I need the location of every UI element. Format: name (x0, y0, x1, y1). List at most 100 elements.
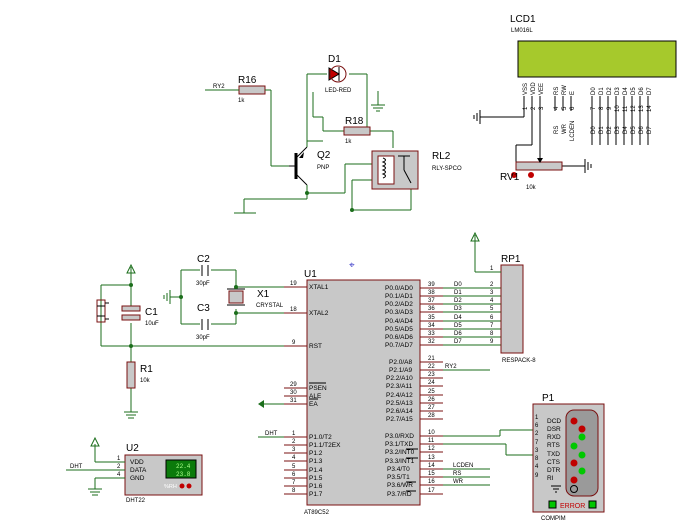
lcd-num-2: 2 (531, 106, 537, 110)
u1-label-p01: P0.1/AD1 (385, 293, 413, 300)
lcd-pin-d1: D1 (599, 87, 605, 95)
c1-value: 10uF (145, 321, 159, 327)
p1-compim[interactable]: P1 COMPIM ERROR DCD DSR RXD RTS TXD CTS … (532, 393, 605, 522)
u1-label-p13: P1.3 (309, 458, 323, 465)
u1-pin-2: 2 (292, 439, 296, 445)
relay-wiring (205, 73, 412, 214)
reset-button[interactable] (96, 299, 109, 323)
r16-resistor[interactable]: R16 1k (238, 75, 266, 104)
rv1-potentiometer[interactable]: RV1 10k (500, 158, 563, 191)
lcd-pin-d4: D4 (623, 87, 629, 95)
rp1-pin-6: 6 (490, 315, 494, 321)
lcd-num-4: 4 (554, 106, 560, 110)
u1-label-p11: P1.1/T2EX (309, 442, 341, 449)
u1-label-ea: EA (309, 401, 318, 408)
r1-ref: R1 (140, 364, 153, 375)
rp1-resistor-pack[interactable]: RP1 RESPACK-8 1 2 3 4 5 6 7 8 9 (470, 231, 536, 364)
r1-value: 10k (140, 378, 151, 384)
p1-pin-ri: RI (547, 475, 554, 482)
c2-capacitor[interactable]: C2 30pF (196, 254, 210, 287)
u1-left-pins: 19 18 9 29 30 31 1 2 3 4 5 6 7 8 XTAL1 X… (284, 281, 341, 498)
net-d6: D6 (454, 331, 462, 337)
u1-pin-18: 18 (290, 307, 297, 313)
lcd-num-8: 8 (599, 106, 605, 110)
u1-label-p22: P2.2/A10 (386, 375, 413, 382)
net-rs: RS (453, 471, 461, 477)
lcd-power-wiring (473, 110, 592, 173)
vcc-arrow-top (126, 263, 136, 274)
u2-dht22[interactable]: 22.4 23.8 %RH U2 DHT22 VDD DATA GND 1 2 … (117, 443, 203, 504)
x1-ref: X1 (257, 289, 270, 300)
u1-label-p31: P3.1/TXD (385, 441, 413, 448)
r18-resistor[interactable]: R18 1k (343, 116, 371, 145)
u1-label-p27: P2.7/A15 (386, 416, 413, 423)
u1-label-p37: P3.7/RD (387, 491, 412, 498)
c3-capacitor[interactable]: C3 30pF (196, 303, 210, 341)
c1-capacitor[interactable]: C1 10uF (121, 305, 159, 327)
c3-value: 30pF (196, 335, 210, 341)
d1-led[interactable]: D1 LED-RED (325, 54, 352, 94)
lcd-sig-d7: D7 (647, 126, 653, 134)
x1-crystal[interactable]: X1 CRYSTAL (227, 288, 284, 309)
net-d4: D4 (454, 315, 462, 321)
u2-wiring: DHT (66, 436, 125, 496)
p1-error-label: ERROR (560, 503, 585, 510)
u1-pin-3: 3 (292, 447, 296, 453)
lcd-ref: LCD1 (510, 14, 536, 25)
dht-rh-label: %RH (164, 484, 177, 490)
lcd-lm016l[interactable]: LCD1 LM016L (510, 14, 677, 83)
q2-transistor[interactable]: Q2 PNP (289, 141, 331, 193)
lcd-pin-vdd: VDD (531, 82, 537, 95)
u1-label-p23: P2.3/A11 (386, 383, 413, 390)
rp1-pin-9: 9 (490, 339, 494, 345)
lcd-num-10: 10 (615, 105, 621, 112)
u1-pin-4: 4 (292, 455, 296, 461)
u1-label-p02: P0.2/AD2 (385, 301, 413, 308)
u2-pin-vdd: VDD (130, 459, 144, 466)
u1-label-p24: P2.4/A12 (386, 392, 413, 399)
u1-label-p04: P0.4/AD4 (385, 318, 413, 325)
lcd-pins: VSS VDD VEE RS RW E D0 D1 D2 D3 D4 D5 D6… (523, 82, 653, 145)
u1-pin-14: 14 (428, 463, 435, 469)
lcd-pin-d7: D7 (647, 87, 653, 95)
u1-pin-9: 9 (292, 340, 296, 346)
rl2-ref: RL2 (432, 151, 451, 162)
net-d7: D7 (454, 339, 462, 345)
u1-pin-27: 27 (428, 405, 435, 411)
p1-ref: P1 (542, 393, 555, 404)
net-d5: D5 (454, 323, 462, 329)
u1-label-psen: PSEN (309, 385, 327, 392)
u1-pin-31: 31 (290, 398, 297, 404)
u1-pin-34: 34 (428, 323, 435, 329)
r18-ref: R18 (345, 116, 364, 127)
rl2-relay[interactable]: RL2 RLY-SPCO (371, 150, 462, 190)
r18-value: 1k (345, 139, 352, 145)
u1-ref: U1 (304, 269, 317, 280)
u1-label-p21: P2.1/A9 (389, 367, 413, 374)
u1-pin-30: 30 (290, 390, 297, 396)
u1-pin-13: 13 (428, 455, 435, 461)
u1-pin-10: 10 (428, 430, 435, 436)
u1-label-p16: P1.6 (309, 483, 323, 490)
d1-ref: D1 (328, 54, 341, 65)
u1-pin-33: 33 (428, 331, 435, 337)
u2-num-2: 2 (117, 464, 121, 470)
lcd-pin-vss: VSS (523, 83, 529, 95)
lcd-pin-d6: D6 (639, 87, 645, 95)
p1-num-9: 9 (535, 473, 539, 479)
rp1-ref: RP1 (501, 254, 521, 265)
u1-mcu[interactable]: U1 AT89C52 (304, 269, 421, 516)
u1-label-p14: P1.4 (309, 467, 323, 474)
u1-label-p07: P0.7/AD7 (385, 342, 413, 349)
c3-ref: C3 (197, 303, 210, 314)
ea-vcc (258, 400, 284, 408)
p1-pin-txd: TXD (547, 451, 560, 458)
p1-pin-dtr: DTR (547, 467, 561, 474)
u1-label-p32: P3.2/INT0 (385, 449, 415, 456)
u1-label-p12: P1.2 (309, 450, 323, 457)
lcd-pin-rs: RS (554, 87, 560, 95)
lcd-part: LM016L (511, 28, 533, 34)
r1-resistor[interactable]: R1 10k (126, 361, 153, 389)
u1-pin-19: 19 (290, 281, 297, 287)
